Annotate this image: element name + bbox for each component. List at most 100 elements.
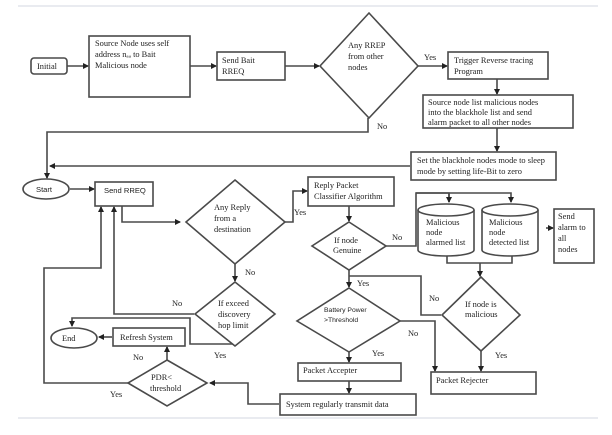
node-send-alarm[interactable] [553, 208, 595, 264]
label-initial: Initial [37, 62, 58, 71]
edge-reply-yes [285, 188, 308, 223]
node-alarmed-list[interactable] [417, 203, 475, 257]
label-send-alarm-4: nodes [558, 245, 578, 254]
edge-malicious-no [349, 275, 441, 316]
label-detected-1: Malicious [489, 218, 523, 227]
edge-label-reply-no: No [245, 268, 255, 277]
label-bait-rreq-1: Send Bait [222, 56, 255, 65]
edge-hop-yes [69, 317, 235, 345]
label-bait-rreq-2: RREQ [222, 67, 244, 76]
svg-text:Start: Start [36, 185, 53, 194]
svg-text:If node is: If node is [465, 300, 497, 309]
node-packet-rejecter[interactable] [430, 371, 537, 395]
label-send-rreq: Send RREQ [104, 186, 146, 195]
node-end[interactable] [50, 327, 98, 349]
edge-lists-merge [446, 256, 513, 264]
node-refresh-system[interactable] [112, 327, 186, 347]
node-labels: Initial Source Node uses self address nₐ… [36, 39, 586, 409]
label-source-bait-2: address nₐₐ to Bait [95, 50, 156, 59]
node-source-node-bait[interactable] [88, 35, 191, 98]
svg-text:threshold: threshold [150, 384, 182, 393]
svg-text:Any RREP: Any RREP [348, 41, 386, 50]
node-start[interactable] [22, 178, 70, 200]
label-battery-2: >Threshold [324, 317, 358, 324]
svg-text:Refresh System: Refresh System [120, 333, 173, 342]
edge-label-hop-yes: Yes [214, 351, 226, 360]
node-source-list-malicious[interactable] [422, 94, 574, 129]
edge-pdr-yes [43, 206, 128, 384]
node-any-reply[interactable] [184, 178, 287, 266]
label-refresh: Refresh System [120, 333, 173, 342]
label-reply-1: Any Reply [214, 203, 251, 212]
edge-label-genuine-no: No [392, 233, 402, 242]
node-initial[interactable] [30, 57, 68, 75]
label-trigger-2: Program [454, 67, 483, 76]
edge-label-battery-no: No [408, 329, 418, 338]
label-malicious-2: malicious [465, 310, 498, 319]
node-pdr-threshold[interactable] [126, 359, 209, 407]
svg-text:Source Node uses self: Source Node uses self [95, 39, 169, 48]
svg-text:No: No [133, 353, 143, 362]
svg-text:detected list: detected list [489, 238, 530, 247]
edge-label-malicious-no: No [429, 294, 439, 303]
svg-text:destination: destination [214, 225, 252, 234]
node-send-rreq[interactable] [94, 181, 154, 207]
label-battery-1: Battery Power [324, 307, 367, 314]
label-list-1: Source node list malicious nodes [428, 98, 538, 107]
node-battery-power[interactable] [295, 287, 402, 353]
label-genuine-1: If node [334, 236, 358, 245]
node-system-transmit[interactable] [279, 393, 417, 416]
node-reply-classifier[interactable] [307, 176, 395, 207]
svg-text:Packet Rejecter: Packet Rejecter [436, 376, 489, 385]
label-rrep-3: nodes [348, 63, 368, 72]
svg-text:Malicious node: Malicious node [95, 61, 147, 70]
label-genuine-2: Genuine [333, 246, 362, 255]
svg-text:If exceed: If exceed [218, 299, 250, 308]
label-alarmed-2: node [426, 228, 443, 237]
node-any-rrep[interactable] [318, 11, 420, 120]
label-pdr-1: PDR< [151, 373, 172, 382]
edge-label-reply-yes: Yes [294, 208, 306, 217]
svg-text:Battery Power: Battery Power [324, 307, 367, 314]
svg-text:No: No [392, 233, 402, 242]
svg-text:from a: from a [214, 214, 236, 223]
label-send-alarm-1: Send [558, 212, 576, 221]
node-packet-accepter[interactable] [297, 362, 402, 382]
svg-text:PDR<: PDR< [151, 373, 172, 382]
svg-text:If node: If node [334, 236, 358, 245]
label-rrep-1: Any RREP [348, 41, 386, 50]
label-reply-2: from a [214, 214, 236, 223]
svg-text:alarmed list: alarmed list [426, 238, 466, 247]
svg-text:Malicious: Malicious [489, 218, 523, 227]
label-hop-1: If exceed [218, 299, 250, 308]
svg-text:mode by setting life-Bit to z: mode by setting life-Bit to zero [417, 167, 522, 176]
edge-labels: Yes No Yes No No Yes No Yes No Yes No Ye… [110, 53, 507, 399]
svg-text:Send: Send [558, 212, 576, 221]
svg-text:Yes: Yes [110, 390, 122, 399]
svg-text:Yes: Yes [495, 351, 507, 360]
edge-label-rrep-no: No [377, 122, 387, 131]
edge-genuine-no-detected [416, 192, 514, 203]
node-send-bait-rreq[interactable] [216, 51, 286, 81]
label-rejecter: Packet Rejecter [436, 376, 489, 385]
node-if-exceed-hop[interactable] [193, 280, 277, 348]
label-send-alarm-3: all [558, 234, 567, 243]
svg-text:No: No [377, 122, 387, 131]
label-source-bait-3: Malicious node [95, 61, 147, 70]
label-send-alarm-2: alarm to [558, 223, 586, 232]
label-list-3: alarm packet to all other nodes [428, 118, 531, 127]
label-trigger-1: Trigger Reverse tracing [454, 56, 534, 65]
node-set-blackhole-sleep[interactable] [410, 151, 557, 181]
svg-text:Set the blackhole nodes mode t: Set the blackhole nodes mode to sleep [417, 156, 545, 165]
svg-text:alarm to: alarm to [558, 223, 586, 232]
node-detected-list[interactable] [481, 203, 539, 257]
node-if-genuine[interactable] [310, 221, 388, 271]
svg-text:Initial: Initial [37, 62, 58, 71]
label-classifier-1: Reply Packet [314, 181, 359, 190]
node-trigger-reverse[interactable] [447, 51, 549, 80]
edge-label-malicious-yes: Yes [495, 351, 507, 360]
label-alarmed-3: alarmed list [426, 238, 466, 247]
svg-text:into the blackhole list and se: into the blackhole list and send [428, 108, 533, 117]
label-rrep-2: from other [348, 52, 384, 61]
node-if-malicious[interactable] [440, 275, 522, 353]
